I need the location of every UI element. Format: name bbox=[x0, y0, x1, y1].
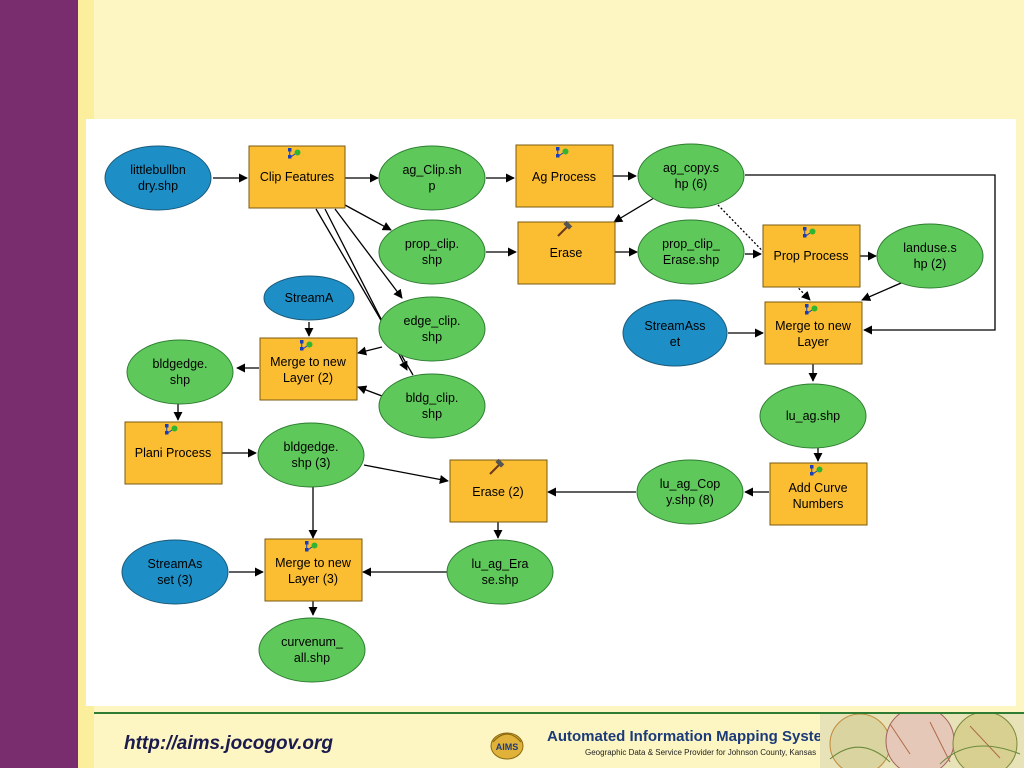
edges bbox=[173, 171, 996, 616]
edge bbox=[745, 174, 996, 335]
footer-subtitle: Geographic Data & Service Provider for J… bbox=[585, 748, 817, 757]
svg-text:Add Curve: Add Curve bbox=[788, 481, 847, 495]
svg-text:Layer (2): Layer (2) bbox=[283, 371, 333, 385]
svg-text:dry.shp: dry.shp bbox=[138, 179, 178, 193]
tool-clip-features[interactable]: Clip Features bbox=[248, 145, 346, 209]
svg-text:StreamAs: StreamAs bbox=[148, 557, 203, 571]
svg-text:all.shp: all.shp bbox=[294, 651, 330, 665]
svg-text:bldgedge.: bldgedge. bbox=[153, 357, 208, 371]
sidebar bbox=[0, 0, 78, 768]
tool-erase-2[interactable]: Erase (2) bbox=[449, 457, 548, 523]
node-edge-clip[interactable]: edge_clip. shp bbox=[378, 296, 486, 362]
node-prop-clip-erase[interactable]: prop_clip_ Erase.shp bbox=[637, 219, 745, 285]
svg-text:y.shp (8): y.shp (8) bbox=[666, 493, 714, 507]
svg-text:Numbers: Numbers bbox=[793, 497, 844, 511]
edge bbox=[861, 279, 909, 301]
svg-text:et: et bbox=[670, 335, 681, 349]
svg-text:Clip Features: Clip Features bbox=[260, 170, 334, 184]
svg-text:curvenum_: curvenum_ bbox=[281, 635, 344, 649]
svg-text:lu_ag.shp: lu_ag.shp bbox=[786, 409, 840, 423]
svg-text:Plani Process: Plani Process bbox=[135, 446, 211, 460]
tool-merge-new-layer[interactable]: Merge to new Layer bbox=[764, 301, 863, 365]
svg-text:Merge to new: Merge to new bbox=[270, 355, 347, 369]
svg-text:shp: shp bbox=[422, 330, 442, 344]
node-landuse[interactable]: landuse.s hp (2) bbox=[876, 223, 984, 289]
node-littlebullbndry[interactable]: littlebullbn dry.shp bbox=[104, 145, 212, 211]
node-bldgedge-3[interactable]: bldgedge. shp (3) bbox=[257, 422, 365, 488]
tool-plani-process[interactable]: Plani Process bbox=[124, 421, 223, 485]
svg-text:Prop Process: Prop Process bbox=[773, 249, 848, 263]
svg-text:Layer: Layer bbox=[797, 335, 828, 349]
svg-text:p: p bbox=[429, 179, 436, 193]
node-bldg-clip[interactable]: bldg_clip. shp bbox=[378, 373, 486, 439]
svg-text:hp (2): hp (2) bbox=[914, 257, 947, 271]
tool-prop-process[interactable]: Prop Process bbox=[762, 224, 861, 288]
edge bbox=[613, 197, 655, 223]
node-ag-copy[interactable]: ag_copy.s hp (6) bbox=[637, 143, 745, 209]
footer-title: Automated Information Mapping System bbox=[547, 728, 836, 745]
svg-text:prop_clip_: prop_clip_ bbox=[662, 237, 721, 251]
aims-logo: AIMS bbox=[490, 732, 524, 760]
footer-rule bbox=[94, 712, 1024, 714]
tool-ag-process[interactable]: Ag Process bbox=[515, 144, 614, 208]
svg-text:se.shp: se.shp bbox=[482, 573, 519, 587]
node-lu-ag-copy[interactable]: lu_ag_Cop y.shp (8) bbox=[636, 459, 744, 525]
edge bbox=[363, 464, 449, 484]
svg-text:bldg_clip.: bldg_clip. bbox=[406, 391, 459, 405]
svg-text:shp (3): shp (3) bbox=[292, 456, 331, 470]
footer-url-link[interactable]: http://aims.jocogov.org bbox=[124, 733, 334, 754]
node-streamasset[interactable]: StreamAss et bbox=[622, 299, 728, 367]
svg-text:littlebullbn: littlebullbn bbox=[130, 163, 186, 177]
node-streamasset-3[interactable]: StreamAs set (3) bbox=[121, 539, 229, 605]
node-streama[interactable]: StreamA bbox=[263, 275, 355, 321]
svg-text:AIMS: AIMS bbox=[496, 742, 519, 752]
svg-text:prop_clip.: prop_clip. bbox=[405, 237, 459, 251]
node-lu-ag-erase[interactable]: lu_ag_Era se.shp bbox=[446, 539, 554, 605]
svg-text:StreamAss: StreamAss bbox=[644, 319, 705, 333]
edge bbox=[357, 346, 383, 356]
edge bbox=[334, 208, 403, 299]
svg-text:Merge to new: Merge to new bbox=[275, 556, 352, 570]
svg-text:ag_copy.s: ag_copy.s bbox=[663, 161, 719, 175]
edge bbox=[344, 204, 392, 231]
tool-erase[interactable]: Erase bbox=[517, 219, 616, 285]
tool-merge-new-layer-3[interactable]: Merge to new Layer (3) bbox=[264, 538, 363, 602]
svg-text:shp: shp bbox=[422, 407, 442, 421]
svg-text:landuse.s: landuse.s bbox=[903, 241, 957, 255]
svg-text:Erase.shp: Erase.shp bbox=[663, 253, 719, 267]
tool-add-curve-numbers[interactable]: Add Curve Numbers bbox=[769, 462, 868, 526]
svg-text:Layer (3): Layer (3) bbox=[288, 572, 338, 586]
node-prop-clip[interactable]: prop_clip. shp bbox=[378, 219, 486, 285]
svg-text:lu_ag_Cop: lu_ag_Cop bbox=[660, 477, 721, 491]
node-curvenum-all[interactable]: curvenum_ all.shp bbox=[258, 617, 366, 683]
svg-text:hp (6): hp (6) bbox=[675, 177, 708, 191]
svg-text:StreamA: StreamA bbox=[285, 291, 334, 305]
node-ag-clip[interactable]: ag_Clip.sh p bbox=[378, 145, 486, 211]
svg-text:shp: shp bbox=[170, 373, 190, 387]
svg-text:lu_ag_Era: lu_ag_Era bbox=[472, 557, 529, 571]
tool-merge-new-layer-2[interactable]: Merge to new Layer (2) bbox=[259, 337, 358, 401]
svg-text:Merge to new: Merge to new bbox=[775, 319, 852, 333]
svg-text:Erase: Erase bbox=[550, 246, 583, 260]
svg-text:Erase (2): Erase (2) bbox=[472, 485, 523, 499]
svg-text:shp: shp bbox=[422, 253, 442, 267]
svg-text:Ag Process: Ag Process bbox=[532, 170, 596, 184]
map-banner-image bbox=[820, 714, 1024, 768]
node-bldgedge[interactable]: bldgedge. shp bbox=[126, 339, 234, 405]
svg-text:edge_clip.: edge_clip. bbox=[404, 314, 461, 328]
edge bbox=[357, 385, 383, 397]
svg-text:bldgedge.: bldgedge. bbox=[284, 440, 339, 454]
svg-text:set (3): set (3) bbox=[157, 573, 192, 587]
svg-text:ag_Clip.sh: ag_Clip.sh bbox=[402, 163, 461, 177]
node-lu-ag[interactable]: lu_ag.shp bbox=[759, 383, 867, 449]
